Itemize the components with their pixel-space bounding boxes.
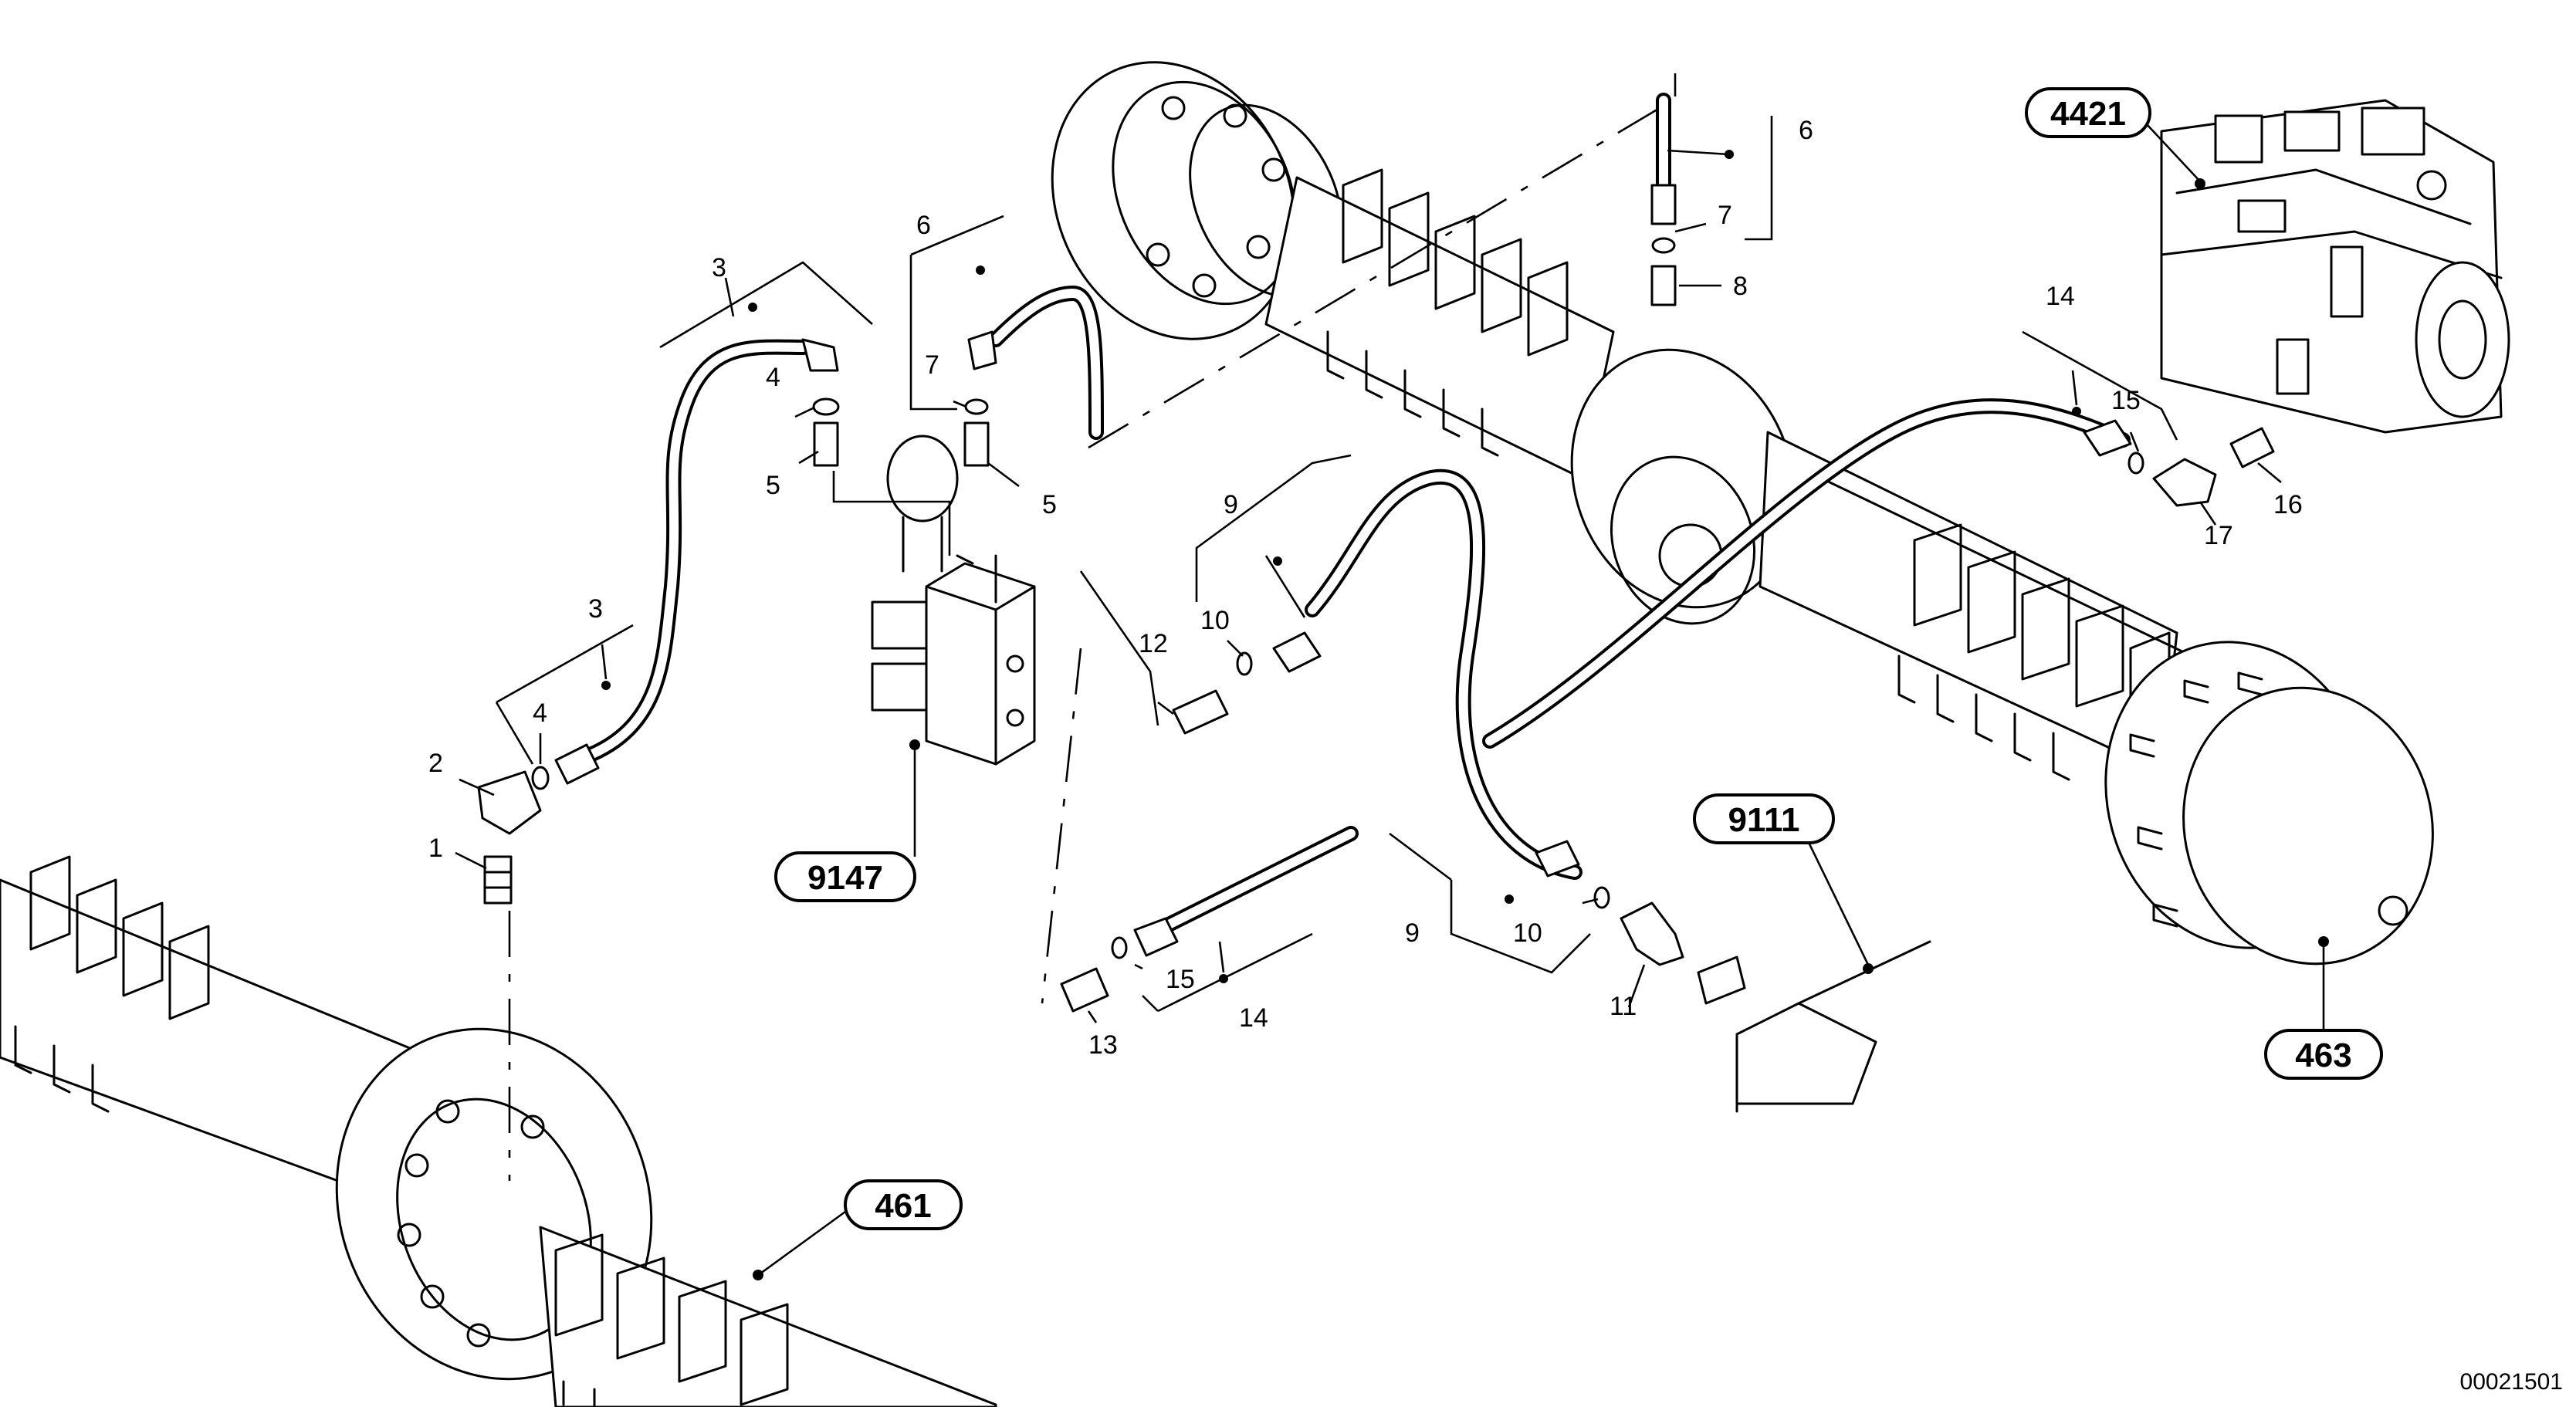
item-number-7-right: 7 — [1718, 201, 1732, 230]
callout-461: 461 — [844, 1179, 963, 1230]
item-number-9-top: 9 — [1224, 490, 1238, 519]
item-number-16: 16 — [2273, 490, 2303, 519]
fittings — [477, 184, 2275, 1013]
rear-axle-drawing — [1051, 61, 2434, 966]
callout-9147-label: 9147 — [807, 859, 883, 897]
item-number-1: 1 — [428, 834, 443, 863]
item-number-10-top: 10 — [1200, 606, 1230, 635]
item-number-2: 2 — [428, 749, 443, 778]
item-number-12: 12 — [1139, 629, 1168, 658]
item-number-7-left: 7 — [925, 350, 939, 380]
item-number-6-left: 6 — [916, 211, 931, 240]
item-number-9-bottom: 9 — [1405, 918, 1420, 948]
item-number-15-bottom: 15 — [1166, 965, 1195, 994]
item-number-13: 13 — [1088, 1030, 1118, 1060]
callout-9111-label: 9111 — [1728, 801, 1799, 839]
leader-lines — [455, 73, 2329, 1280]
item-number-3-top: 3 — [712, 253, 726, 282]
item-number-14-bottom: 14 — [1239, 1003, 1268, 1033]
centre-lines — [508, 107, 1660, 1181]
callout-4421-label: 4421 — [2050, 95, 2126, 133]
callout-9147: 9147 — [774, 851, 916, 902]
item-number-4-top: 4 — [766, 363, 780, 392]
front-axle-drawing — [0, 855, 997, 1407]
item-number-5-right: 5 — [1042, 490, 1057, 519]
item-number-4-bottom: 4 — [533, 698, 547, 728]
item-number-15-right: 15 — [2111, 386, 2141, 415]
item-number-5-left: 5 — [766, 471, 780, 500]
item-number-3-bottom: 3 — [588, 594, 603, 624]
pump-4421-drawing — [2160, 99, 2510, 434]
callout-9111: 9111 — [1693, 793, 1835, 844]
item-number-17: 17 — [2204, 521, 2233, 550]
callout-463-label: 463 — [2295, 1037, 2351, 1074]
callout-463: 463 — [2264, 1029, 2383, 1080]
bracket-9111-drawing — [1735, 940, 1931, 1113]
item-number-10-bottom: 10 — [1513, 918, 1542, 948]
callout-4421: 4421 — [2025, 87, 2151, 138]
item-number-11: 11 — [1610, 992, 1637, 1021]
valve-9147-drawing — [871, 435, 1036, 766]
item-number-8: 8 — [1733, 272, 1748, 301]
item-number-6-right: 6 — [1799, 116, 1813, 145]
callout-461-label: 461 — [875, 1187, 931, 1225]
hoses — [579, 93, 2131, 934]
item-number-14-right: 14 — [2046, 282, 2075, 311]
item-number-labels: 1 2 3 3 4 4 5 5 6 6 7 7 8 9 9 10 10 11 1… — [428, 116, 2303, 1060]
document-number: 00021501 — [2460, 1369, 2563, 1395]
